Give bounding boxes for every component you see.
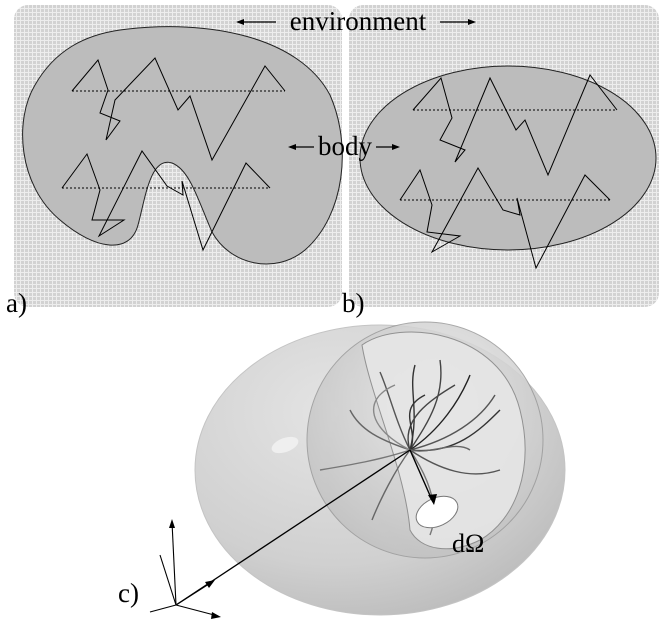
panel-c-label: c) bbox=[118, 578, 139, 608]
random-path-b1 bbox=[412, 74, 618, 177]
random-path-a2 bbox=[61, 150, 271, 252]
environment-label: environment bbox=[290, 6, 427, 36]
random-path-a1 bbox=[71, 57, 286, 162]
arrowhead-left-environment bbox=[236, 19, 244, 25]
panel-a bbox=[14, 5, 343, 307]
origin-ray bbox=[175, 449, 411, 606]
arrowhead-right-environment bbox=[468, 19, 476, 25]
sphere-cut-face bbox=[361, 331, 526, 550]
highlight-left bbox=[271, 436, 299, 454]
environment-label-group: environment bbox=[236, 6, 476, 36]
trajectory-bundle bbox=[319, 359, 501, 536]
panel-c bbox=[149, 321, 566, 619]
body-shape-b bbox=[359, 65, 657, 251]
body-shape-a bbox=[22, 26, 343, 265]
coordinate-axes bbox=[149, 519, 221, 619]
normal-arrow bbox=[409, 449, 433, 501]
arrowhead-left-body bbox=[288, 144, 296, 150]
random-path-b2 bbox=[399, 166, 611, 270]
body-label-group: body bbox=[288, 131, 400, 161]
normal-arrowhead bbox=[428, 494, 437, 505]
arrowhead-right-body bbox=[392, 144, 400, 150]
panel-b bbox=[349, 5, 659, 307]
solid-angle-label: dΩ bbox=[452, 529, 484, 558]
panel-a-label: a) bbox=[6, 288, 27, 318]
body-label: body bbox=[318, 131, 373, 161]
panel-b-label: b) bbox=[342, 288, 365, 318]
